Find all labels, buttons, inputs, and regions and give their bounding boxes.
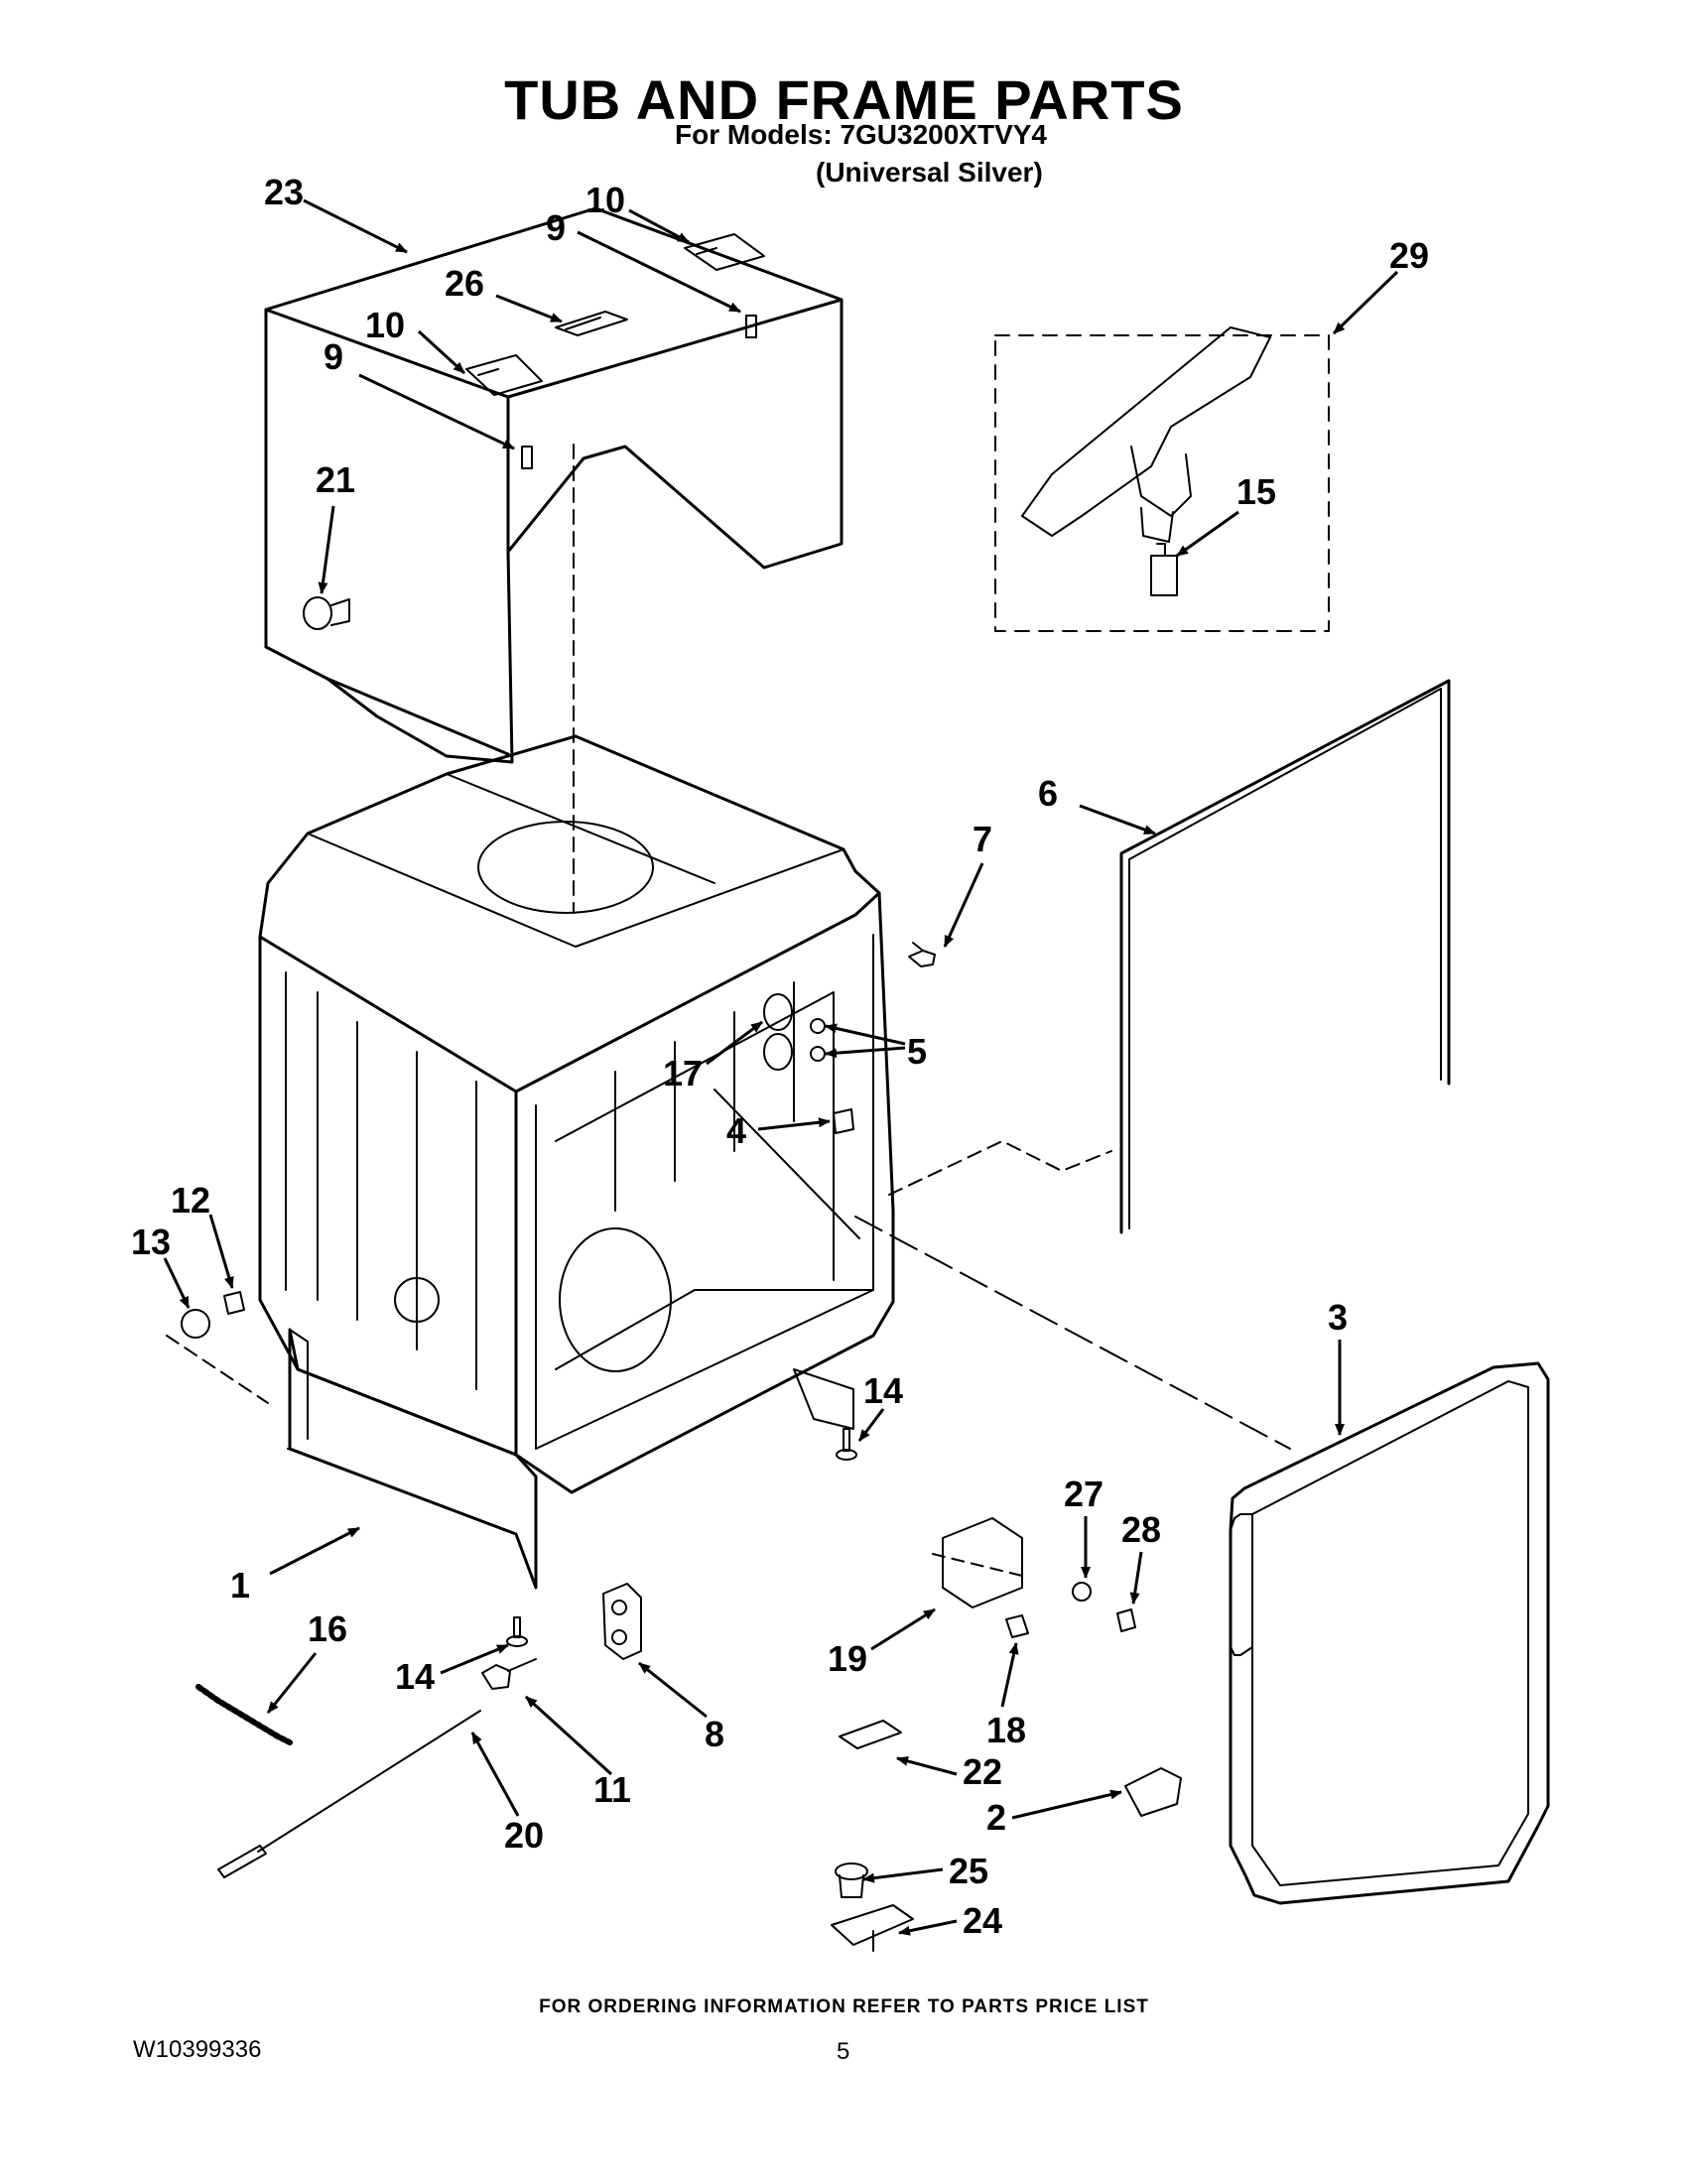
leader-arrow <box>1129 1551 1143 1605</box>
leader-arrow <box>1000 1642 1019 1708</box>
leader-arrow <box>857 1408 885 1442</box>
leader-arrow <box>628 208 690 244</box>
callout-10: 10 <box>585 180 625 220</box>
leader-arrow <box>303 198 408 254</box>
callout-22: 22 <box>963 1751 1002 1792</box>
model-subtitle: For Models: 7GU3200XTVY4 <box>675 119 1048 150</box>
callout-14: 14 <box>395 1656 435 1697</box>
leader-arrow <box>470 1732 520 1817</box>
leader-arrow <box>1176 510 1239 558</box>
callout-17: 17 <box>663 1053 703 1093</box>
callout-9: 9 <box>546 207 566 248</box>
page-title: TUB AND FRAME PARTS <box>504 68 1184 131</box>
callout-7: 7 <box>973 819 992 859</box>
callout-26: 26 <box>445 263 484 304</box>
leader-arrow <box>638 1661 708 1719</box>
callout-14: 14 <box>863 1370 903 1411</box>
model-variant: (Universal Silver) <box>816 157 1043 188</box>
door-gasket <box>1229 1361 1550 1905</box>
leader-arrow <box>163 1257 191 1309</box>
callout-21: 21 <box>316 459 355 500</box>
page-number: 5 <box>837 2038 850 2065</box>
callout-9: 9 <box>324 336 343 377</box>
callout-23: 23 <box>264 172 304 212</box>
leader-arrow <box>825 1046 906 1059</box>
leader-arrow <box>1079 804 1156 835</box>
callout-10: 10 <box>365 305 405 345</box>
leader-arrow <box>870 1607 936 1651</box>
base-frame <box>287 1328 854 1590</box>
callout-24: 24 <box>963 1900 1002 1941</box>
leader-arrow <box>825 1023 906 1046</box>
callout-19: 19 <box>828 1638 867 1679</box>
callout-13: 13 <box>131 1221 171 1262</box>
callout-5: 5 <box>907 1031 927 1072</box>
callout-11: 11 <box>593 1769 631 1810</box>
callout-28: 28 <box>1121 1509 1161 1550</box>
leader-arrow <box>318 505 335 594</box>
leader-arrow <box>1332 270 1399 335</box>
leader-arrow <box>577 230 741 314</box>
dispenser-assembly <box>994 326 1330 632</box>
leader-arrow <box>943 862 984 948</box>
side-gasket <box>1119 679 1451 1234</box>
callout-18: 18 <box>986 1710 1026 1750</box>
leader-arrow <box>706 1020 763 1066</box>
callout-6: 6 <box>1038 773 1058 814</box>
leader-arrow <box>524 1695 613 1776</box>
callout-8: 8 <box>705 1714 724 1754</box>
leader-arrow <box>417 329 466 375</box>
ordering-note: FOR ORDERING INFORMATION REFER TO PARTS … <box>539 1996 1149 2017</box>
callout-3: 3 <box>1328 1297 1348 1338</box>
leader-arrow <box>495 294 563 323</box>
document-number: W10399336 <box>133 2036 262 2063</box>
leader-arrow <box>898 1919 958 1936</box>
callout-12: 12 <box>171 1180 210 1220</box>
callout-20: 20 <box>504 1815 544 1856</box>
leader-arrow <box>266 1652 318 1714</box>
callout-1: 1 <box>230 1565 250 1606</box>
callout-27: 27 <box>1064 1474 1104 1514</box>
leader-arrow <box>208 1214 234 1289</box>
callout-16: 16 <box>308 1608 347 1649</box>
leader-arrow <box>896 1756 958 1776</box>
leader-arrow <box>862 1867 944 1883</box>
leader-arrow <box>269 1526 360 1576</box>
callout-4: 4 <box>726 1110 746 1151</box>
callout-15: 15 <box>1236 471 1276 512</box>
leader-arrow <box>757 1117 831 1131</box>
leader-arrow <box>1011 1789 1122 1820</box>
callout-2: 2 <box>986 1797 1006 1838</box>
callout-25: 25 <box>949 1851 988 1891</box>
leader-arrow <box>358 373 515 450</box>
callout-29: 29 <box>1389 235 1429 276</box>
tub <box>258 734 895 1494</box>
insulation-blanket <box>264 206 844 764</box>
leader-arrow <box>440 1643 509 1675</box>
